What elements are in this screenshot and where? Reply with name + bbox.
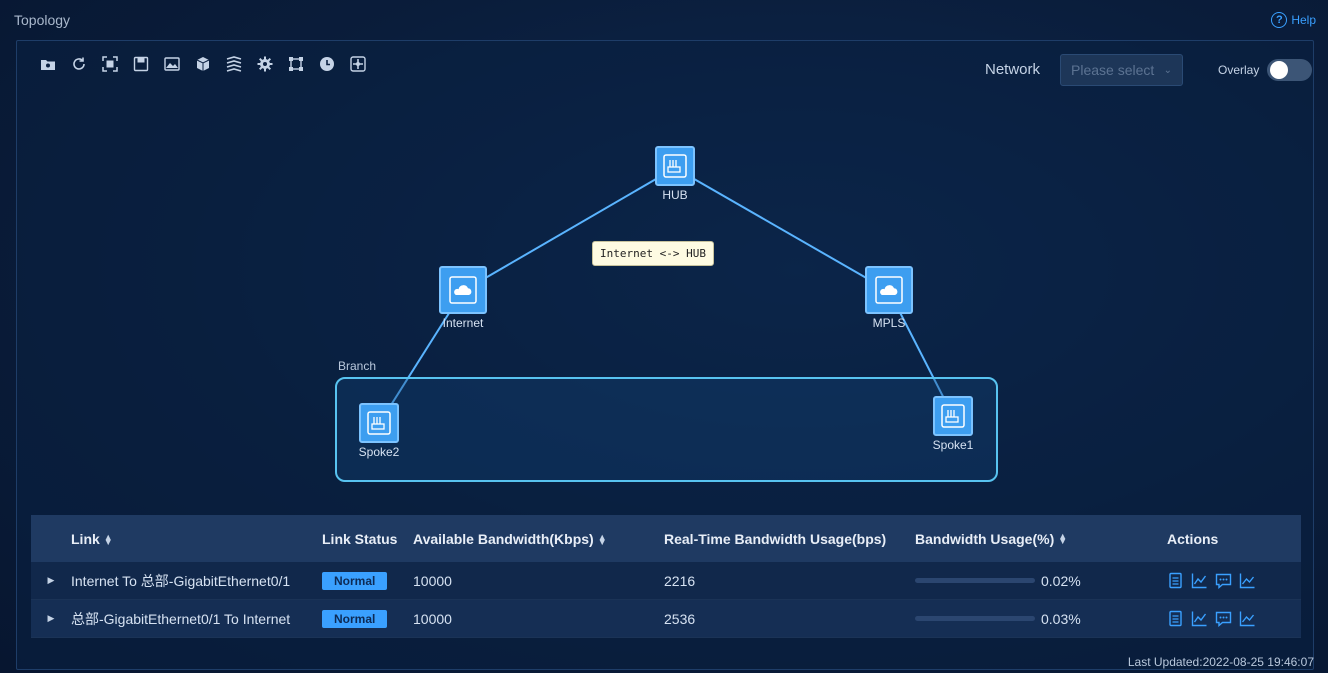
node-spoke1[interactable]: Spoke1: [923, 396, 983, 452]
table-row[interactable]: ▶ 总部-GigabitEthernet0/1 To Internet Norm…: [31, 600, 1301, 638]
select-icon[interactable]: [287, 55, 305, 73]
save-icon[interactable]: [132, 55, 150, 73]
network-select-placeholder: Please select: [1071, 62, 1155, 78]
expand-icon[interactable]: ▶: [47, 613, 55, 623]
help-icon: ?: [1271, 12, 1288, 28]
node-mpls[interactable]: MPLS: [859, 266, 919, 330]
sort-icon[interactable]: ▲▼: [1058, 530, 1068, 546]
chevron-down-icon: ⌄: [1163, 64, 1172, 76]
help-link[interactable]: ? Help: [1271, 12, 1316, 28]
link-tooltip: Internet <-> HUB: [592, 241, 714, 266]
link-hub-mpls[interactable]: [674, 167, 890, 292]
usage-percent: 0.03%: [1041, 610, 1081, 627]
cube-icon[interactable]: [194, 55, 212, 73]
column-status: Link Status: [322, 530, 398, 547]
overlay-label: Overlay: [1218, 63, 1260, 77]
link-internet-hub[interactable]: [462, 167, 676, 292]
history-icon[interactable]: [318, 55, 336, 73]
router-icon: [655, 146, 695, 186]
branch-label: Branch: [338, 359, 377, 373]
overlay-toggle[interactable]: [1267, 59, 1312, 81]
column-link[interactable]: Link▲▼: [71, 530, 113, 547]
sort-icon[interactable]: ▲▼: [103, 531, 113, 547]
last-updated: Last Updated:2022-08-25 19:46:07: [1127, 655, 1314, 669]
cloud-icon: [865, 266, 913, 314]
trend-chart-icon[interactable]: [1191, 572, 1208, 589]
network-label: Network: [985, 61, 1041, 78]
usage-bar: [915, 578, 1035, 583]
folder-pin-icon[interactable]: [39, 55, 57, 73]
link-table: Link▲▼ Link Status Available Bandwidth(K…: [31, 515, 1301, 638]
fit-screen-icon[interactable]: [101, 55, 119, 73]
branch-group[interactable]: [335, 377, 998, 482]
node-label: Spoke1: [932, 438, 974, 452]
node-internet[interactable]: Internet: [433, 266, 493, 330]
page-title: Topology: [14, 12, 71, 28]
refresh-icon[interactable]: [70, 55, 88, 73]
sort-icon[interactable]: ▲▼: [597, 531, 607, 547]
realtime-usage: 2216: [664, 572, 696, 589]
usage-percent: 0.02%: [1041, 572, 1081, 589]
move-icon[interactable]: [349, 55, 367, 73]
router-icon: [933, 396, 973, 436]
message-icon[interactable]: [1215, 610, 1232, 627]
link-name: Internet To 总部-GigabitEthernet0/1: [71, 572, 291, 589]
settings-icon[interactable]: [256, 55, 274, 73]
line-chart-icon[interactable]: [1239, 610, 1256, 627]
message-icon[interactable]: [1215, 572, 1232, 589]
node-label: MPLS: [872, 316, 906, 330]
column-actions: Actions: [1167, 530, 1219, 547]
expand-icon[interactable]: ▶: [47, 575, 55, 585]
trend-chart-icon[interactable]: [1191, 610, 1208, 627]
layers-icon[interactable]: [225, 55, 243, 73]
detail-icon[interactable]: [1167, 610, 1184, 627]
table-row[interactable]: ▶ Internet To 总部-GigabitEthernet0/1 Norm…: [31, 562, 1301, 600]
usage-bar: [915, 616, 1035, 621]
cloud-icon: [439, 266, 487, 314]
column-realtime-usage: Real-Time Bandwidth Usage(bps): [664, 530, 887, 547]
toolbar: [39, 55, 367, 73]
help-label: Help: [1291, 13, 1316, 27]
column-available-bandwidth[interactable]: Available Bandwidth(Kbps)▲▼: [413, 530, 607, 547]
image-export-icon[interactable]: [163, 55, 181, 73]
node-label: HUB: [662, 188, 688, 202]
node-label: Spoke2: [358, 445, 400, 459]
network-select[interactable]: Please select ⌄: [1060, 54, 1183, 86]
available-bandwidth: 10000: [413, 610, 452, 627]
router-icon: [359, 403, 399, 443]
link-name: 总部-GigabitEthernet0/1 To Internet: [71, 610, 291, 627]
line-chart-icon[interactable]: [1239, 572, 1256, 589]
node-hub[interactable]: HUB: [645, 146, 705, 202]
column-bandwidth-usage[interactable]: Bandwidth Usage(%)▲▼: [915, 530, 1068, 547]
node-spoke2[interactable]: Spoke2: [349, 403, 409, 459]
status-badge: Normal: [322, 571, 388, 590]
node-label: Internet: [442, 316, 484, 330]
topology-panel: Network Please select ⌄ Overlay Branch H…: [16, 40, 1314, 670]
table-header: Link▲▼ Link Status Available Bandwidth(K…: [31, 515, 1301, 562]
detail-icon[interactable]: [1167, 572, 1184, 589]
available-bandwidth: 10000: [413, 572, 452, 589]
topology-canvas: Branch HUB Internet MPLS Spoke2: [17, 41, 1315, 511]
toggle-knob: [1270, 61, 1288, 79]
status-badge: Normal: [322, 609, 388, 628]
realtime-usage: 2536: [664, 610, 696, 627]
